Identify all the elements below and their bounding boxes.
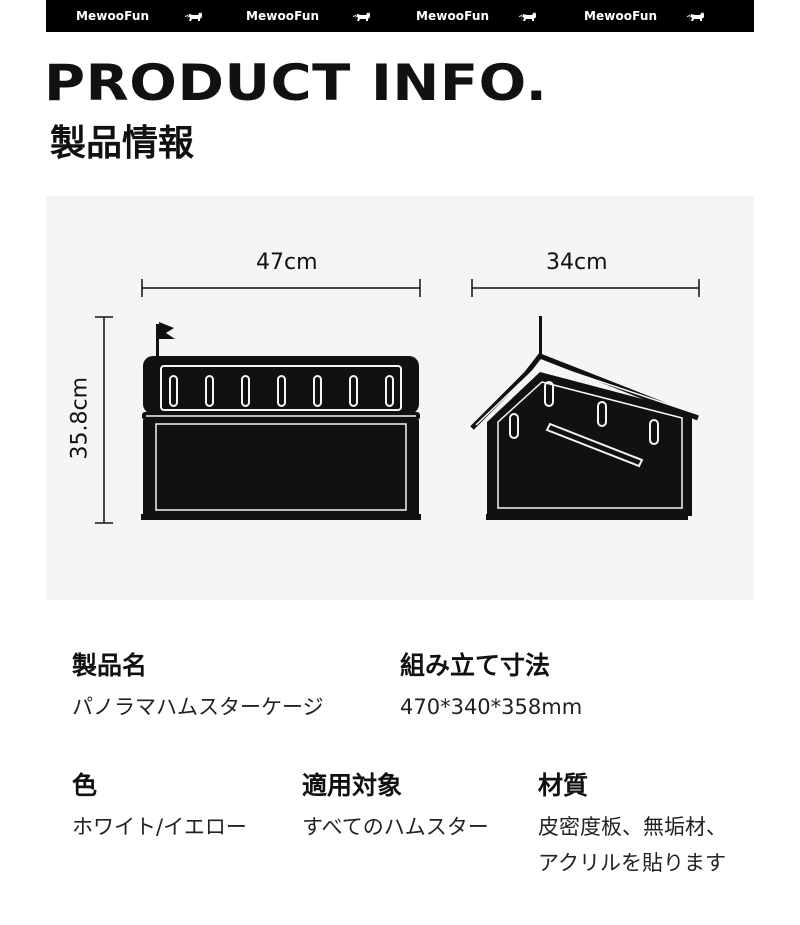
width-dimension-line [141,279,421,297]
cage-front-view [141,322,421,520]
cage-diagram [95,279,700,524]
cat-icon [519,12,536,21]
spec-label-color: 色 [72,771,98,800]
banner-brand-text: MewooFun [584,9,658,23]
cat-icon [687,12,704,21]
spec-value-color: ホワイト/イエロー [72,815,247,839]
width-label: 47cm [256,250,318,275]
spec-value-material-line1: 皮密度板、無垢材、 [538,815,727,839]
cage-side-view [470,316,699,520]
banner-brand-text: MewooFun [416,9,490,23]
spec-label-target: 適用対象 [302,771,403,800]
spec-value-target: すべてのハムスター [302,815,489,839]
depth-dimension-line [471,279,700,297]
page-title: PRODUCT INFO. [44,54,548,112]
height-dimension-line [95,316,113,524]
spec-label-material: 材質 [538,771,589,800]
page-subtitle: 製品情報 [50,123,195,164]
spec-label-assembled-size: 組み立て寸法 [400,651,551,680]
height-label: 35.8cm [67,376,93,460]
cat-icon [353,12,370,21]
banner-brand-text: MewooFun [76,9,150,23]
depth-label: 34cm [546,250,608,275]
spec-label-product-name: 製品名 [72,651,148,680]
spec-value-material-line2: アクリルを貼ります [538,851,726,875]
spec-value-assembled-size: 470*340*358mm [400,695,583,719]
product-dimension-figure: 47cm 34cm 35.8cm [46,196,754,600]
cat-icon [185,12,202,21]
spec-value-product-name: パノラマハムスターケージ [72,695,324,719]
brand-banner: MewooFun MewooFun MewooFun MewooFun [46,0,754,32]
banner-brand-text: MewooFun [246,9,320,23]
